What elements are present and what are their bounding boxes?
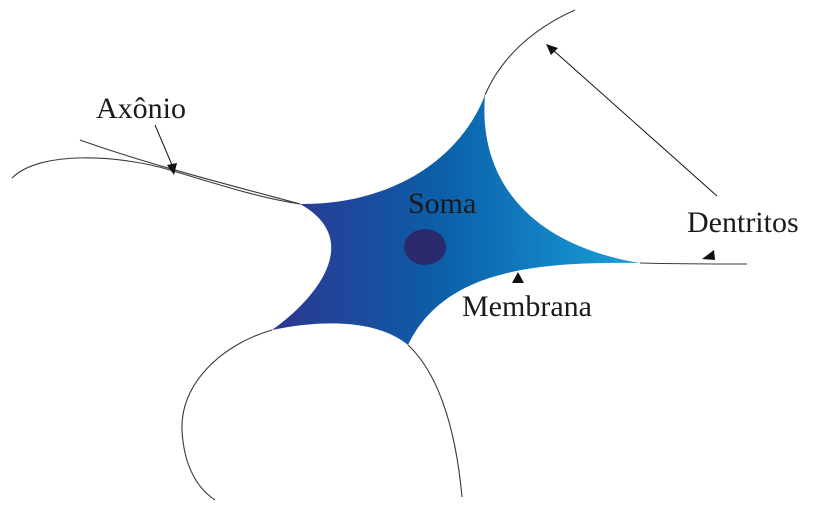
dendrites-short-pointer-head — [702, 250, 715, 260]
dendrites-label: Dentritos — [687, 206, 799, 239]
dendrite-outline-top — [484, 9, 576, 96]
axon-outline-lower — [79, 139, 301, 205]
axon-label: Axônio — [96, 92, 186, 125]
dendrites-pointer-line — [552, 49, 718, 197]
dendrite-outline-right — [639, 262, 748, 265]
nucleus — [404, 229, 446, 265]
lower-loop-outline-right — [407, 344, 463, 498]
cell-body — [272, 95, 640, 345]
membrane-label: Membrana — [462, 290, 592, 323]
soma-label: Soma — [408, 187, 476, 220]
membrane-pointer-head — [512, 272, 524, 283]
axon-pointer-head — [167, 163, 177, 175]
axon-outline-upper — [11, 157, 301, 205]
axon-pointer-line — [154, 124, 173, 166]
dendrites-pointer-head — [546, 44, 558, 55]
lower-loop-outline — [181, 329, 273, 501]
